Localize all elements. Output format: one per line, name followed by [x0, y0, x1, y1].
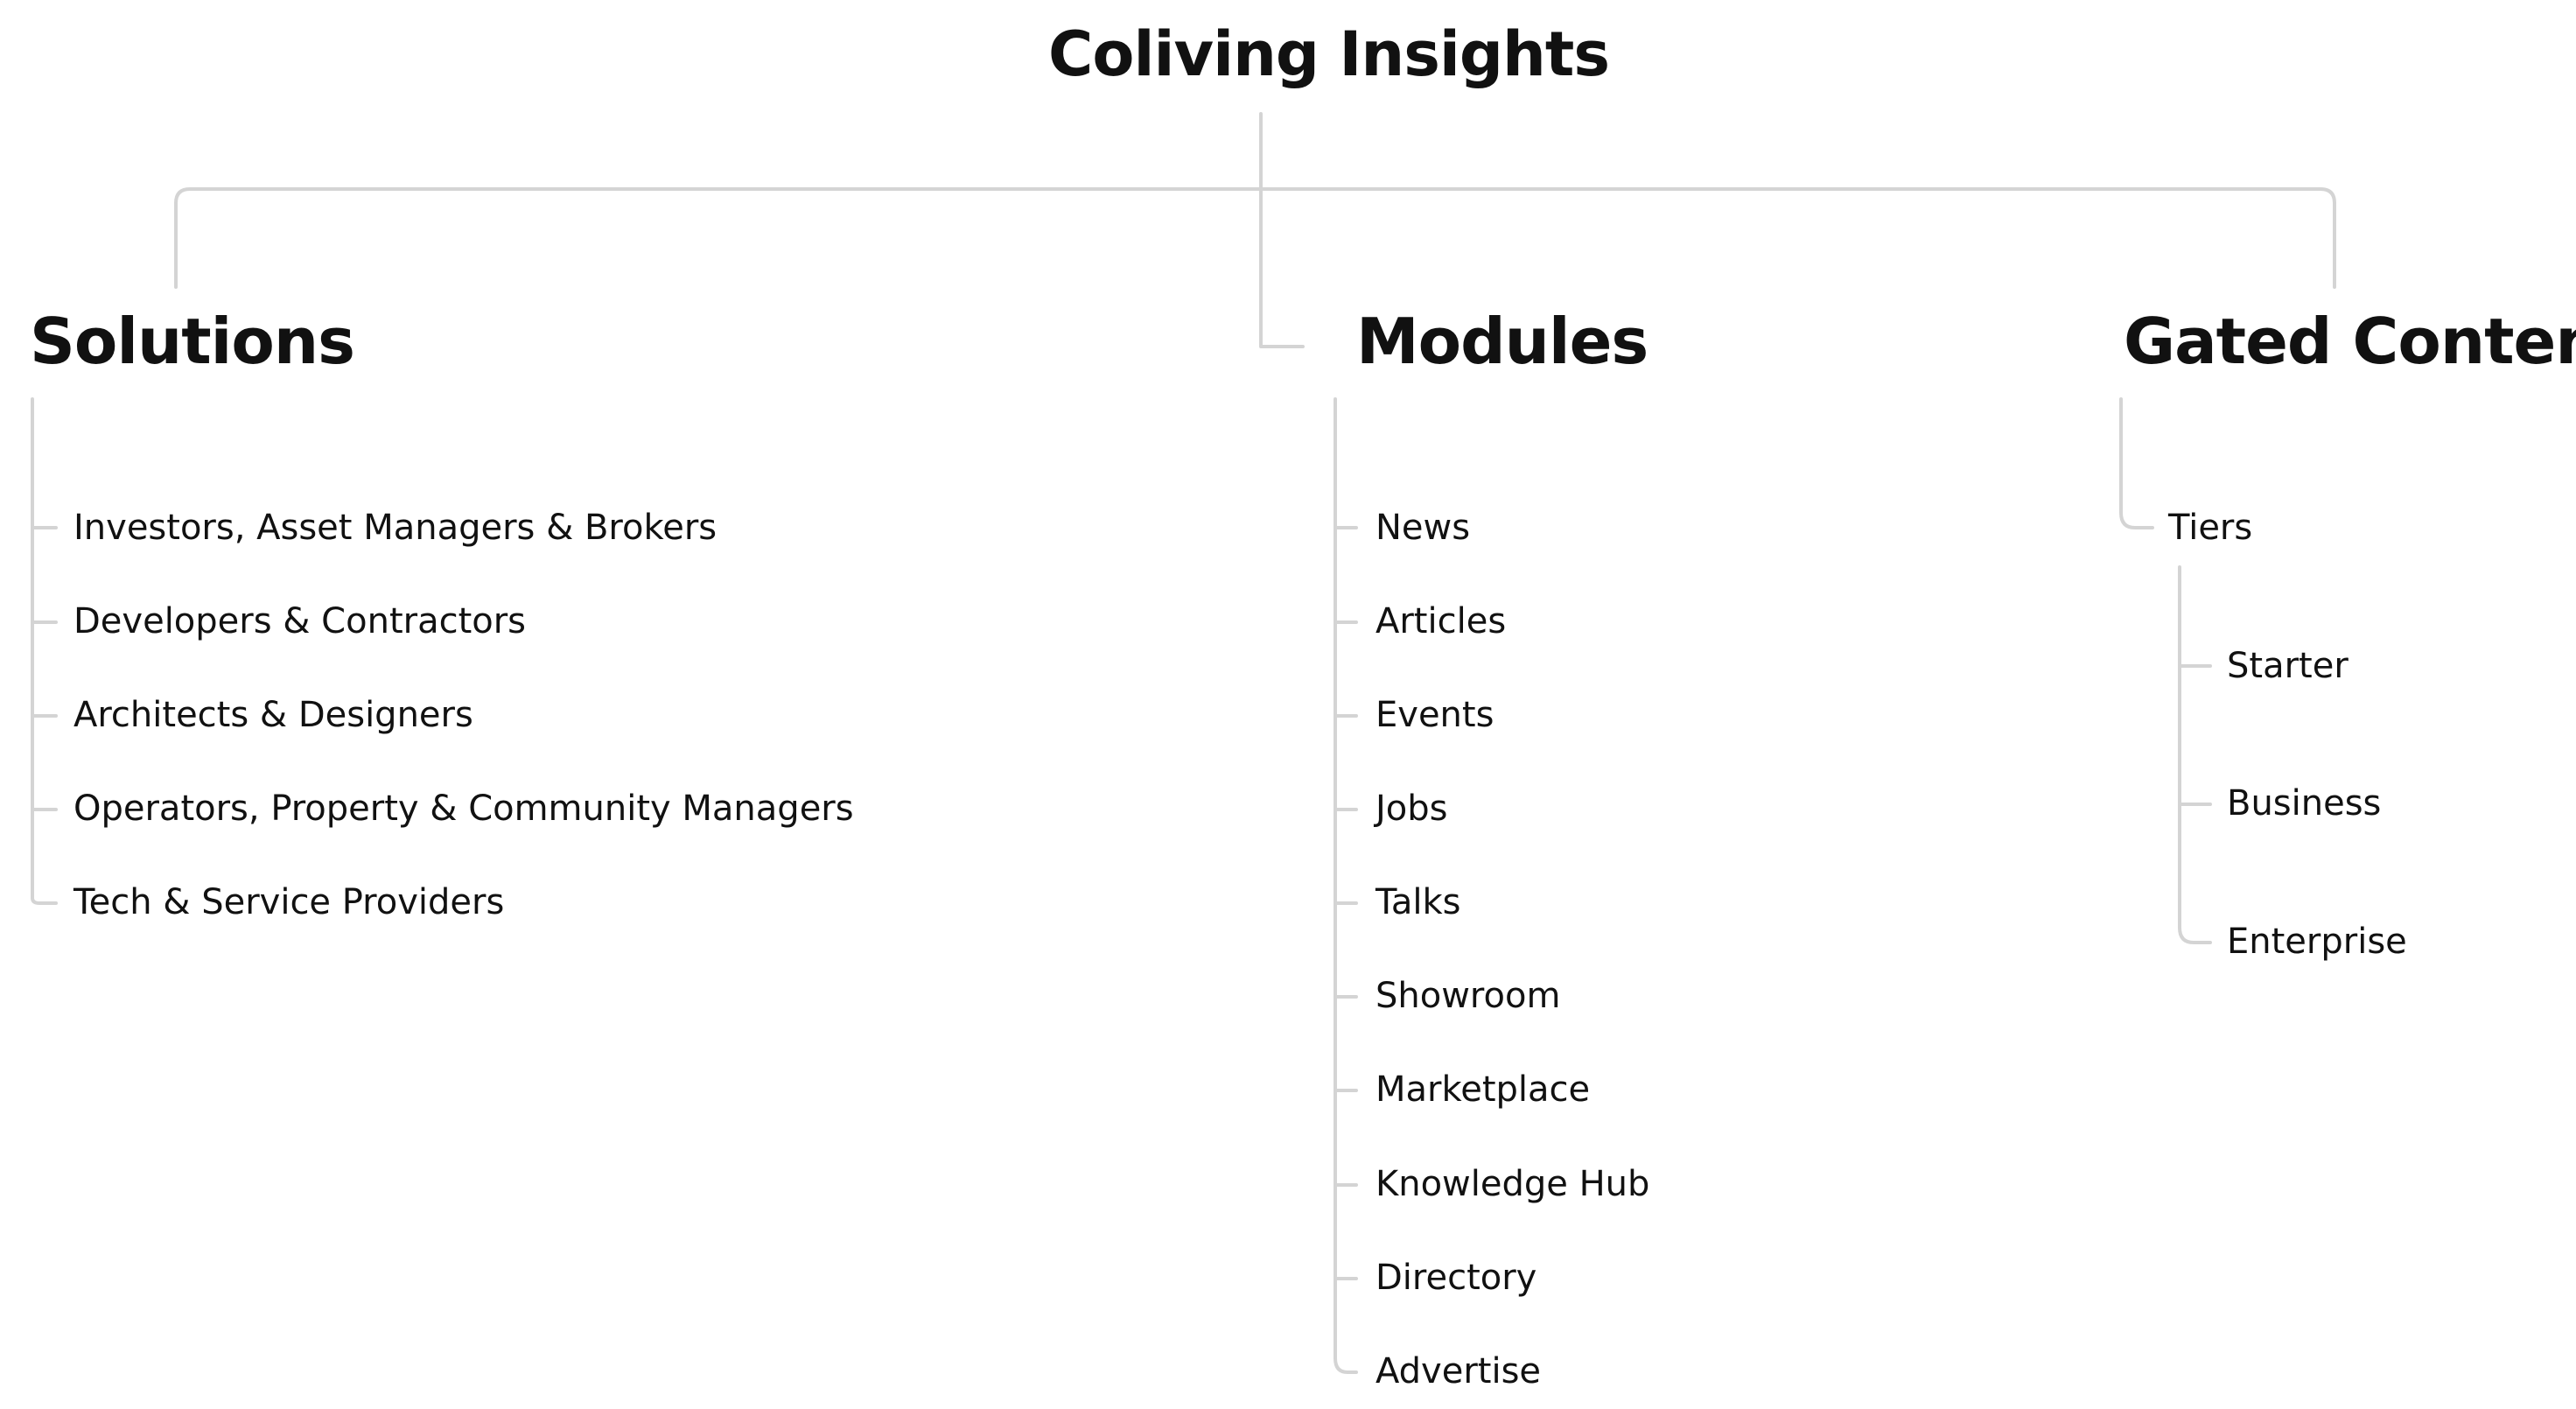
- modules-item: Marketplace: [1376, 1069, 1591, 1110]
- modules-item: Showroom: [1376, 976, 1561, 1016]
- solutions-tick-5: [31, 896, 58, 905]
- tiers-label: Tiers: [2168, 508, 2253, 548]
- root-connector: [1259, 112, 1305, 349]
- gated-to-tiers: [2119, 397, 2154, 529]
- modules-item: Advertise: [1376, 1351, 1542, 1391]
- solutions-item: Investors, Asset Managers & Brokers: [74, 508, 718, 548]
- solutions-item: Tech & Service Providers: [74, 882, 505, 922]
- modules-item: News: [1376, 508, 1471, 548]
- modules-tick-10: [1334, 1356, 1358, 1374]
- tier-item: Business: [2227, 783, 2382, 824]
- modules-item: Jobs: [1376, 789, 1448, 829]
- solutions-item: Operators, Property & Community Managers: [74, 789, 854, 829]
- modules-item: Directory: [1376, 1258, 1537, 1298]
- category-modules: Modules: [1356, 305, 1648, 378]
- root-node-title: Coliving Insights: [1048, 18, 1610, 90]
- tier-item: Enterprise: [2227, 922, 2407, 962]
- modules-item: Knowledge Hub: [1376, 1164, 1650, 1204]
- category-gated-content: Gated Content: [2124, 305, 2576, 378]
- tiers-tick-3: [2178, 926, 2212, 944]
- solutions-item: Developers & Contractors: [74, 601, 527, 641]
- category-solutions: Solutions: [30, 305, 355, 378]
- modules-item: Talks: [1376, 882, 1461, 922]
- root-branch-line: [174, 187, 2336, 289]
- solutions-item: Architects & Designers: [74, 695, 473, 735]
- modules-item: Events: [1376, 695, 1494, 735]
- modules-item: Articles: [1376, 601, 1507, 641]
- tier-item: Starter: [2227, 646, 2348, 686]
